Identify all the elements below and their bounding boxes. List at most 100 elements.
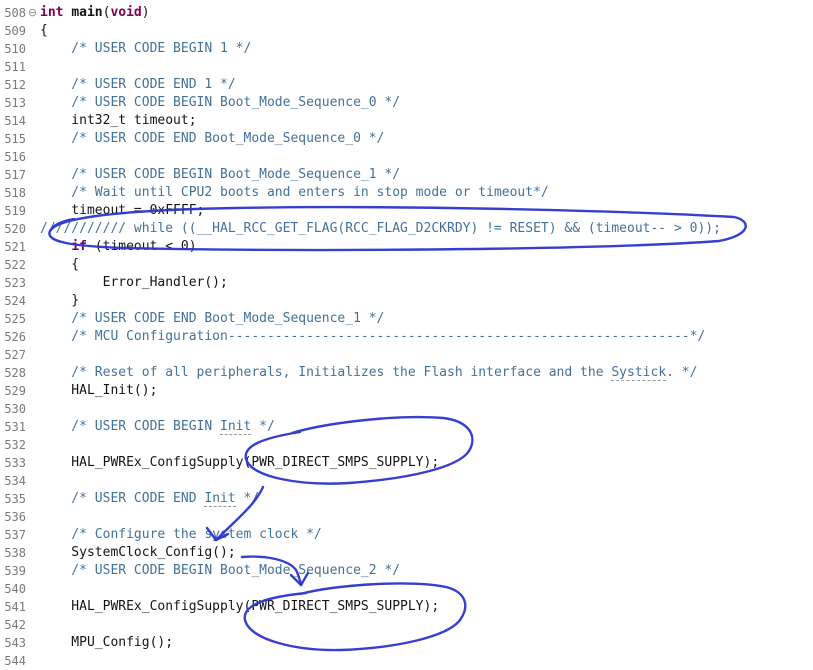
code-line[interactable]: 536 xyxy=(0,508,813,526)
code-line[interactable]: 517 /* USER CODE BEGIN Boot_Mode_Sequenc… xyxy=(0,166,813,184)
code-line[interactable]: 523 Error_Handler(); xyxy=(0,274,813,292)
fold-marker-icon[interactable]: ⊖ xyxy=(27,6,38,19)
line-number[interactable]: 509 xyxy=(4,24,26,38)
code-line[interactable]: 525 /* USER CODE END Boot_Mode_Sequence_… xyxy=(0,310,813,328)
code-line[interactable]: 543 MPU_Config(); xyxy=(0,634,813,652)
line-number[interactable]: 533 xyxy=(4,456,26,470)
code-text: HAL_Init(); xyxy=(39,382,813,400)
line-number[interactable]: 521 xyxy=(4,240,26,254)
line-number[interactable]: 518 xyxy=(4,186,26,200)
token: int32_t timeout; xyxy=(40,113,197,128)
fold-margin xyxy=(26,652,39,670)
line-number[interactable]: 536 xyxy=(4,510,26,524)
line-number[interactable]: 541 xyxy=(4,600,26,614)
code-line[interactable]: 544 xyxy=(0,652,813,670)
code-text: /* MCU Configuration--------------------… xyxy=(39,328,813,346)
line-number[interactable]: 542 xyxy=(4,618,26,632)
code-line[interactable]: 530 xyxy=(0,400,813,418)
line-number[interactable]: 523 xyxy=(4,276,26,290)
code-line[interactable]: 521 if (timeout < 0) xyxy=(0,238,813,256)
code-area[interactable]: 508⊖int main(void) 509 {510 /* USER CODE B… xyxy=(0,4,813,670)
fold-margin xyxy=(26,328,39,346)
code-line[interactable]: 540 xyxy=(0,580,813,598)
code-line[interactable]: 535 /* USER CODE END Init */ xyxy=(0,490,813,508)
line-number[interactable]: 538 xyxy=(4,546,26,560)
line-number[interactable]: 527 xyxy=(4,348,26,362)
code-line[interactable]: 509 { xyxy=(0,22,813,40)
code-line[interactable]: 531 /* USER CODE BEGIN Init */ xyxy=(0,418,813,436)
token: /* MCU Configuration--------------------… xyxy=(40,329,706,344)
line-number[interactable]: 522 xyxy=(4,258,26,272)
code-text xyxy=(39,508,813,526)
line-number[interactable]: 540 xyxy=(4,582,26,596)
code-line[interactable]: 512 /* USER CODE END 1 */ xyxy=(0,76,813,94)
code-line[interactable]: 522 { xyxy=(0,256,813,274)
line-number[interactable]: 512 xyxy=(4,78,26,92)
line-number[interactable]: 531 xyxy=(4,420,26,434)
code-line[interactable]: 534 xyxy=(0,472,813,490)
line-number[interactable]: 510 xyxy=(4,42,26,56)
code-line[interactable]: 524 } xyxy=(0,292,813,310)
line-number[interactable]: 516 xyxy=(4,150,26,164)
line-number[interactable]: 530 xyxy=(4,402,26,416)
token: */ xyxy=(235,491,260,506)
code-line[interactable]: 526 /* MCU Configuration----------------… xyxy=(0,328,813,346)
token: { xyxy=(40,23,48,38)
line-number[interactable]: 515 xyxy=(4,132,26,146)
fold-margin xyxy=(26,400,39,418)
code-line[interactable]: 514 int32_t timeout; xyxy=(0,112,813,130)
fold-margin xyxy=(26,310,39,328)
code-line[interactable]: 539 /* USER CODE BEGIN Boot_Mode_Sequenc… xyxy=(0,562,813,580)
token: int xyxy=(40,5,64,20)
code-text: /* USER CODE BEGIN Boot_Mode_Sequence_1 … xyxy=(39,166,813,184)
line-number[interactable]: 513 xyxy=(4,96,26,110)
code-line[interactable]: 529 HAL_Init(); xyxy=(0,382,813,400)
code-line[interactable]: 516 xyxy=(0,148,813,166)
line-number[interactable]: 524 xyxy=(4,294,26,308)
code-line[interactable]: 537 /* Configure the system clock */ xyxy=(0,526,813,544)
line-number[interactable]: 543 xyxy=(4,636,26,650)
line-number[interactable]: 525 xyxy=(4,312,26,326)
code-line[interactable]: 519 timeout = 0xFFFF; xyxy=(0,202,813,220)
fold-margin xyxy=(26,616,39,634)
line-number[interactable]: 528 xyxy=(4,366,26,380)
fold-margin xyxy=(26,382,39,400)
line-number[interactable]: 508 xyxy=(4,6,26,20)
fold-margin xyxy=(26,364,39,382)
code-line[interactable]: 508⊖int main(void) xyxy=(0,4,813,22)
line-number[interactable]: 537 xyxy=(4,528,26,542)
code-line[interactable]: 528 /* Reset of all peripherals, Initial… xyxy=(0,364,813,382)
line-number[interactable]: 534 xyxy=(4,474,26,488)
code-line[interactable]: 542 xyxy=(0,616,813,634)
line-number[interactable]: 532 xyxy=(4,438,26,452)
line-number[interactable]: 526 xyxy=(4,330,26,344)
fold-margin xyxy=(26,292,39,310)
fold-margin xyxy=(26,562,39,580)
code-line[interactable]: 518 /* Wait until CPU2 boots and enters … xyxy=(0,184,813,202)
code-line[interactable]: 532 xyxy=(0,436,813,454)
fold-margin xyxy=(26,22,39,40)
line-number[interactable]: 520 xyxy=(4,222,26,236)
fold-margin xyxy=(26,526,39,544)
fold-margin xyxy=(26,94,39,112)
code-line[interactable]: 515 /* USER CODE END Boot_Mode_Sequence_… xyxy=(0,130,813,148)
code-line[interactable]: 511 xyxy=(0,58,813,76)
code-line[interactable]: 538 SystemClock_Config(); xyxy=(0,544,813,562)
fold-margin xyxy=(26,544,39,562)
code-line[interactable]: 520/////////// while ((__HAL_RCC_GET_FLA… xyxy=(0,220,813,238)
line-number[interactable]: 517 xyxy=(4,168,26,182)
line-number[interactable]: 544 xyxy=(4,654,26,668)
line-number[interactable]: 529 xyxy=(4,384,26,398)
code-line[interactable]: 510 /* USER CODE BEGIN 1 */ xyxy=(0,40,813,58)
line-number[interactable]: 535 xyxy=(4,492,26,506)
line-number[interactable]: 514 xyxy=(4,114,26,128)
code-line[interactable]: 541 HAL_PWREx_ConfigSupply(PWR_DIRECT_SM… xyxy=(0,598,813,616)
line-number[interactable]: 519 xyxy=(4,204,26,218)
code-line[interactable]: 527 xyxy=(0,346,813,364)
token: HAL_PWREx_ConfigSupply(PWR_DIRECT_SMPS_S… xyxy=(40,599,440,614)
code-line[interactable]: 533 HAL_PWREx_ConfigSupply(PWR_DIRECT_SM… xyxy=(0,454,813,472)
line-number[interactable]: 511 xyxy=(4,60,26,74)
code-line[interactable]: 513 /* USER CODE BEGIN Boot_Mode_Sequenc… xyxy=(0,94,813,112)
line-number[interactable]: 539 xyxy=(4,564,26,578)
fold-margin xyxy=(26,454,39,472)
